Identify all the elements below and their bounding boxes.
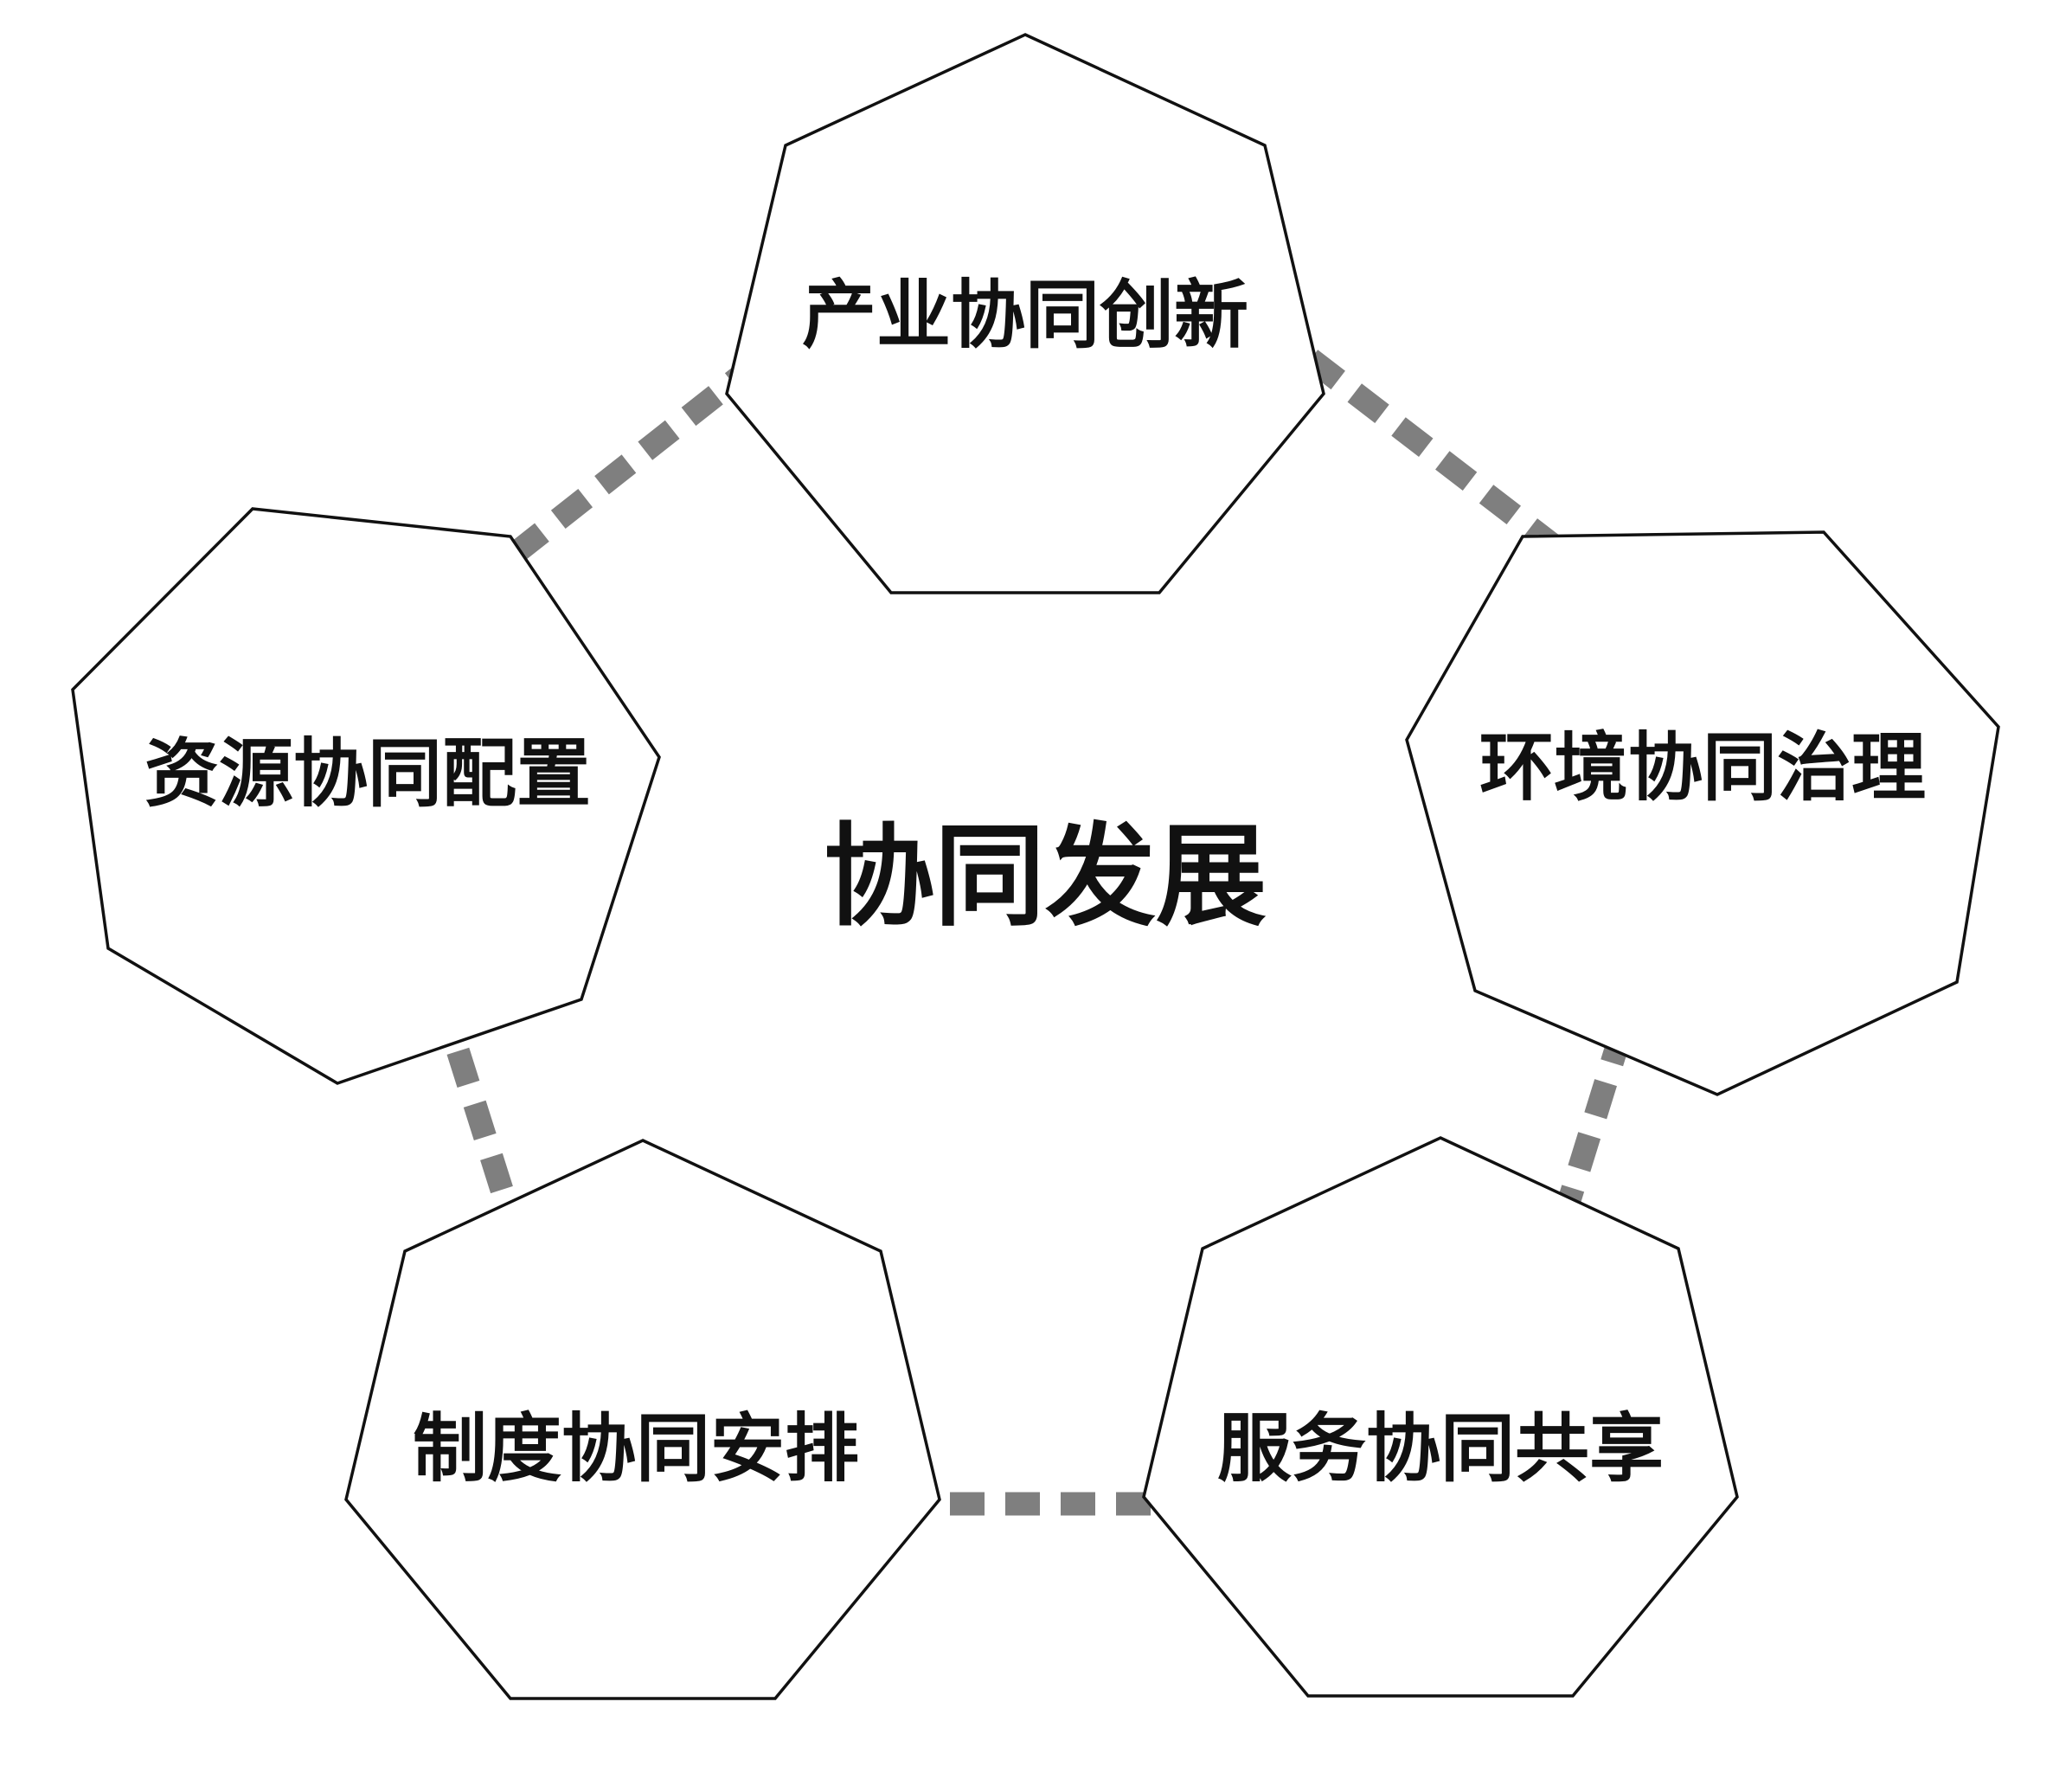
node-service-label: 服务协同共享 — [1217, 1405, 1664, 1492]
node-industry-innovation: 产业协同创新 — [725, 33, 1325, 594]
node-environment-label: 环境协同治理 — [1479, 724, 1926, 811]
node-institution-label: 制度协同安排 — [413, 1405, 859, 1492]
node-service-sharing: 服务协同共享 — [1142, 1136, 1739, 1698]
center-title: 协同发展 — [824, 812, 1267, 941]
node-institution-arrangement: 制度协同安排 — [344, 1139, 941, 1700]
connector-resource-industry — [507, 367, 747, 563]
node-industry-label: 产业协同创新 — [802, 272, 1248, 358]
node-environment-governance: 环境协同治理 — [1405, 530, 2000, 1096]
heptagon-shape — [71, 507, 661, 1085]
connector-institution-resource — [439, 1021, 513, 1194]
heptagon-shape — [1405, 530, 2000, 1096]
connector-industry-environment — [1303, 350, 1561, 555]
heptagon-shape — [344, 1139, 941, 1700]
heptagon-shape — [725, 33, 1325, 594]
heptagon-shape — [1142, 1136, 1739, 1698]
node-resource-label: 资源协同配置 — [144, 730, 591, 817]
connector-environment-service — [1555, 1026, 1633, 1215]
node-resource-allocation: 资源协同配置 — [71, 507, 661, 1085]
